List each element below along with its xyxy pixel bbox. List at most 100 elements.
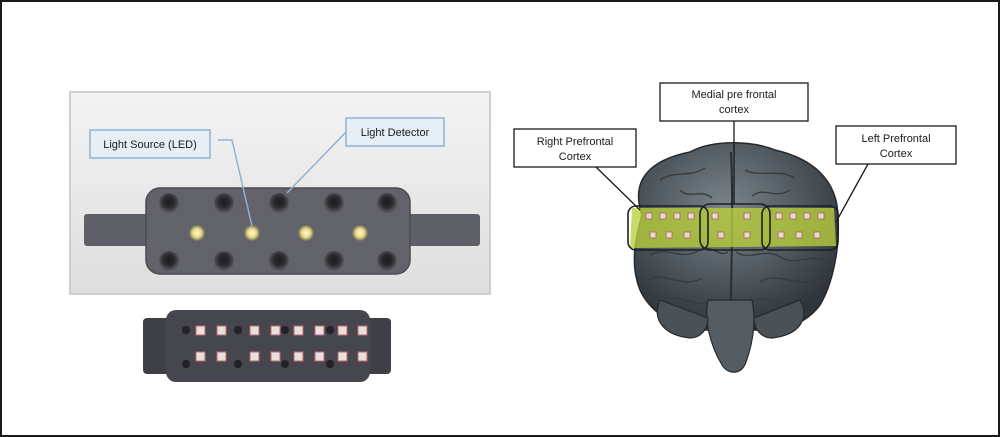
channel-marker	[687, 212, 695, 220]
callout-light-source: Light Source (LED)	[89, 129, 253, 227]
channel-marker	[357, 325, 368, 336]
sensor-layout-panel	[143, 310, 391, 382]
right-label-line2: Cortex	[559, 151, 592, 163]
channel-marker	[817, 212, 825, 220]
callout-box	[89, 129, 211, 159]
detector-socket	[182, 326, 190, 334]
brainstem	[706, 299, 755, 373]
channel-marker	[649, 231, 657, 239]
channel-marker	[337, 325, 348, 336]
callout-leader-line	[595, 166, 641, 211]
detector-socket	[377, 193, 397, 213]
cerebellum-left	[656, 299, 709, 339]
channel-marker	[293, 351, 304, 362]
channel-marker	[216, 351, 227, 362]
channel-row-bottom	[195, 351, 368, 362]
channel-row-top	[195, 325, 368, 336]
detector-socket	[269, 193, 289, 213]
callout-leader-line	[218, 139, 253, 227]
detector-socket	[182, 360, 190, 368]
channel-marker	[337, 351, 348, 362]
sensor-strap-right	[402, 214, 480, 246]
callout-box	[835, 125, 957, 165]
detector-socket	[324, 193, 344, 213]
channel-marker	[195, 325, 206, 336]
right-prefrontal-region	[627, 205, 709, 251]
channel-marker	[813, 231, 821, 239]
callout-box	[659, 82, 809, 122]
led-source	[352, 225, 368, 241]
channel-marker	[270, 325, 281, 336]
channel-marker	[683, 231, 691, 239]
left-prefrontal-region	[761, 205, 839, 251]
channel-marker	[293, 325, 304, 336]
channel-marker	[195, 351, 206, 362]
detector-socket	[281, 326, 289, 334]
channel-marker	[216, 325, 227, 336]
detector-socket	[269, 251, 289, 271]
callout-medial-prefrontal: Medial pre frontal cortex	[659, 82, 809, 204]
callout-light-detector: Light Detector	[286, 117, 445, 194]
detector-row-bottom	[159, 251, 397, 271]
callout-leader-line	[286, 131, 347, 194]
channel-marker	[673, 212, 681, 220]
sensor-layout-core	[166, 310, 370, 382]
sensor-body	[146, 188, 410, 274]
right-label-line1: Right Prefrontal	[537, 136, 613, 148]
light-source-label: Light Source (LED)	[103, 139, 197, 151]
channel-marker	[249, 351, 260, 362]
sensor-band	[630, 208, 836, 248]
detector-socket	[281, 360, 289, 368]
channel-marker	[645, 212, 653, 220]
detector-socket	[324, 251, 344, 271]
detector-socket	[326, 326, 334, 334]
led-row	[189, 225, 368, 241]
left-label-line1: Left Prefrontal	[861, 133, 930, 145]
channel-marker	[357, 351, 368, 362]
channel-marker	[775, 212, 783, 220]
detector-socket	[159, 193, 179, 213]
detector-socket	[159, 251, 179, 271]
cerebellum-right	[753, 299, 805, 339]
detector-socket	[214, 193, 234, 213]
channel-marker	[314, 351, 325, 362]
channel-marker	[743, 231, 751, 239]
channel-marker	[743, 212, 751, 220]
left-label-line2: Cortex	[880, 148, 913, 160]
detector-row-top	[159, 193, 397, 213]
channel-marker	[270, 351, 281, 362]
medial-label-line2: cortex	[719, 104, 749, 116]
led-source	[244, 225, 260, 241]
brain-channel-markers	[645, 212, 825, 239]
medial-prefrontal-region	[699, 203, 771, 251]
channel-marker	[665, 231, 673, 239]
callout-right-prefrontal: Right Prefrontal Cortex	[513, 128, 641, 211]
brain-illustration	[627, 142, 840, 373]
led-source	[298, 225, 314, 241]
detector-socket	[214, 251, 234, 271]
led-source	[189, 225, 205, 241]
channel-marker	[249, 325, 260, 336]
callout-left-prefrontal: Left Prefrontal Cortex	[835, 125, 957, 223]
channel-marker	[717, 231, 725, 239]
light-detector-label: Light Detector	[361, 127, 430, 139]
channel-marker	[789, 212, 797, 220]
callout-box	[513, 128, 637, 168]
channel-marker	[314, 325, 325, 336]
medial-label-line1: Medial pre frontal	[692, 89, 777, 101]
channel-marker	[795, 231, 803, 239]
region-outlines	[627, 203, 839, 251]
detector-socket	[377, 251, 397, 271]
sensor-strap-left	[84, 214, 156, 246]
callout-leader-line	[835, 163, 869, 223]
channel-marker	[803, 212, 811, 220]
layout-holes	[182, 326, 334, 368]
detector-socket	[326, 360, 334, 368]
brain-gyri	[647, 167, 829, 304]
channel-marker	[777, 231, 785, 239]
sensor-photo-panel: Light Source (LED) Light Detector	[69, 91, 491, 295]
detector-socket	[234, 360, 242, 368]
channel-marker	[711, 212, 719, 220]
detector-socket	[234, 326, 242, 334]
